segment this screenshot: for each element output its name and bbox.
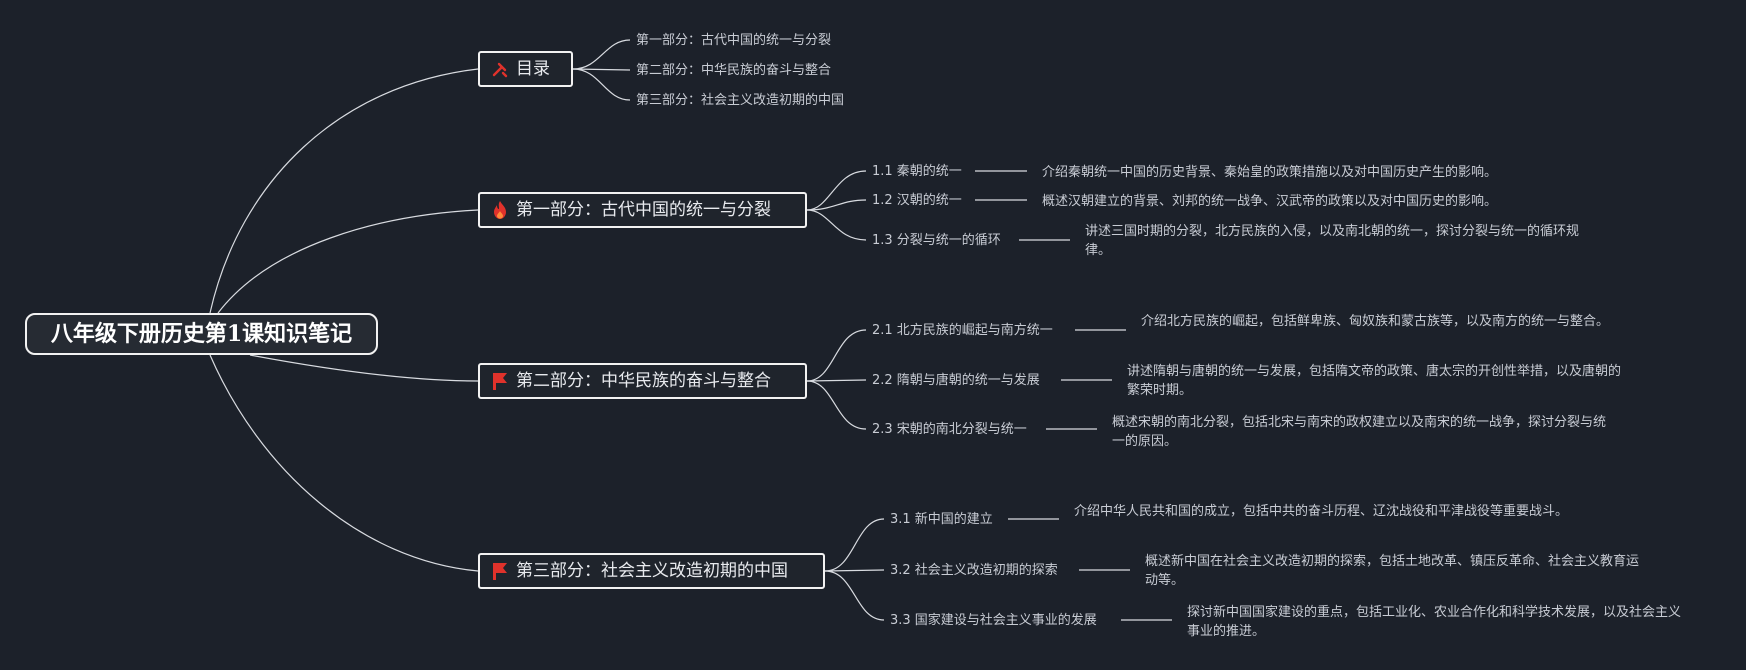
subtopic-label[interactable]: 2.1 北方民族的崛起与南方统一 xyxy=(872,323,1053,338)
fire-icon xyxy=(494,201,506,219)
branch-part-two[interactable]: 第二部分：中华民族的奋斗与整合 xyxy=(478,363,807,399)
subtopic-label[interactable]: 3.3 国家建设与社会主义事业的发展 xyxy=(890,613,1097,628)
branch-part-one[interactable]: 第一部分：古代中国的统一与分裂 xyxy=(478,192,807,228)
subtopic-desc[interactable]: 概述汉朝建立的背景、刘邦的统一战争、汉武帝的政策以及对中国历史的影响。 xyxy=(1042,194,1498,209)
item-connector xyxy=(806,329,867,382)
item-connector xyxy=(824,518,885,572)
subtopic-label[interactable]: 2.2 隋朝与唐朝的统一与发展 xyxy=(872,373,1040,388)
subtopic-label[interactable]: 3.2 社会主义改造初期的探索 xyxy=(890,563,1058,578)
item-connector xyxy=(824,570,885,621)
subtopic-desc[interactable]: 讲述隋朝与唐朝的统一与发展，包括隋文帝的政策、唐太宗的开创性举措，以及唐朝的繁荣… xyxy=(1127,364,1622,398)
branch-part-three[interactable]: 第三部分：社会主义改造初期的中国 xyxy=(478,553,825,589)
subtopic-label[interactable]: 1.1 秦朝的统一 xyxy=(872,164,962,179)
item-connector xyxy=(806,199,867,211)
subtopic-desc[interactable]: 概述新中国在社会主义改造初期的探索，包括土地改革、镇压反革命、社会主义教育运动等… xyxy=(1145,554,1640,588)
item-connector xyxy=(572,68,631,101)
branch-toc[interactable]: 目录 xyxy=(478,51,573,87)
flag-icon xyxy=(493,373,507,390)
toc-item[interactable]: 第三部分：社会主义改造初期的中国 xyxy=(636,93,845,108)
item-connector xyxy=(806,209,867,241)
item-connector xyxy=(572,68,631,71)
item-connector xyxy=(824,569,885,572)
item-connector xyxy=(806,380,867,430)
subtopic-label[interactable]: 1.3 分裂与统一的循环 xyxy=(872,233,1001,248)
root-connector xyxy=(217,209,479,314)
subtopic-label[interactable]: 2.3 宋朝的南北分裂与统一 xyxy=(872,422,1027,437)
flag-icon xyxy=(493,563,507,580)
toc-item[interactable]: 第一部分：古代中国的统一与分裂 xyxy=(636,33,832,48)
branch-title: 第三部分：社会主义改造初期的中国 xyxy=(516,561,788,581)
branch-title: 目录 xyxy=(516,59,550,79)
tools-icon xyxy=(492,62,508,78)
subtopic-desc[interactable]: 介绍北方民族的崛起，包括鲜卑族、匈奴族和蒙古族等，以及南方的统一与整合。 xyxy=(1141,314,1610,329)
branch-title: 第二部分：中华民族的奋斗与整合 xyxy=(516,371,771,391)
subtopic-desc[interactable]: 讲述三国时期的分裂，北方民族的入侵，以及南北朝的统一，探讨分裂与统一的循环规律。 xyxy=(1085,224,1580,258)
subtopic-desc[interactable]: 概述宋朝的南北分裂，包括北宋与南宋的政权建立以及南宋的统一战争，探讨分裂与统一的… xyxy=(1112,415,1607,449)
root-connector xyxy=(209,68,479,314)
toc-item[interactable]: 第二部分：中华民族的奋斗与整合 xyxy=(636,63,832,78)
subtopic-desc[interactable]: 介绍秦朝统一中国的历史背景、秦始皇的政策措施以及对中国历史产生的影响。 xyxy=(1042,165,1498,180)
root-connector xyxy=(209,354,479,572)
root-topic[interactable]: 八年级下册历史第1课知识笔记 xyxy=(25,313,378,355)
item-connector xyxy=(806,170,867,211)
subtopic-label[interactable]: 1.2 汉朝的统一 xyxy=(872,193,962,208)
subtopic-desc[interactable]: 探讨新中国国家建设的重点，包括工业化、农业合作化和科学技术发展，以及社会主义事业… xyxy=(1187,605,1682,639)
root-connector xyxy=(249,354,479,382)
item-connector xyxy=(572,39,631,70)
subtopic-desc[interactable]: 介绍中华人民共和国的成立，包括中共的奋斗历程、辽沈战役和平津战役等重要战斗。 xyxy=(1074,504,1569,519)
item-connector xyxy=(806,379,867,382)
subtopic-label[interactable]: 3.1 新中国的建立 xyxy=(890,512,993,527)
branch-title: 第一部分：古代中国的统一与分裂 xyxy=(516,200,771,220)
